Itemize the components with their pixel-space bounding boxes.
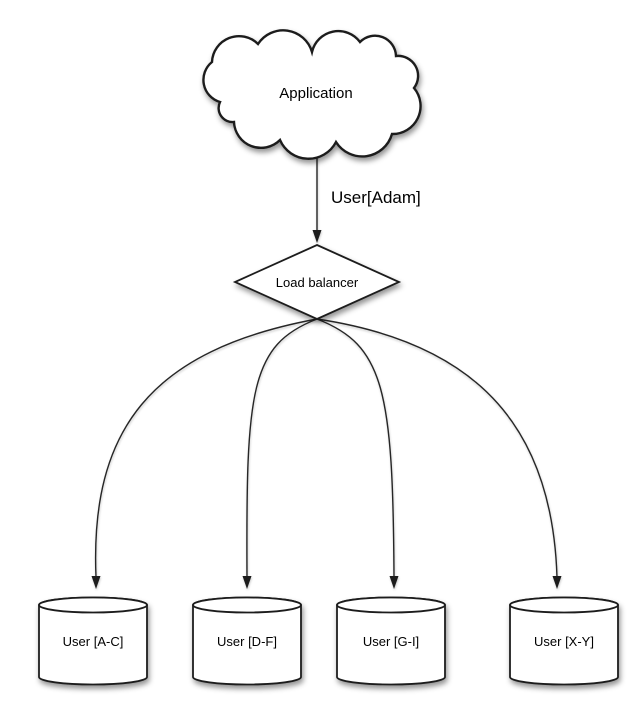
- arrowhead-down-icon: [91, 576, 101, 589]
- edge-group: [91, 150, 562, 589]
- load-balancer-label: Load balancer: [276, 275, 359, 290]
- application-node: Application: [202, 29, 422, 160]
- lb-to-shard-3-arrow: [316, 318, 399, 589]
- arrowhead-down-icon: [312, 230, 322, 243]
- shard-4-cylinder-top: [509, 596, 619, 614]
- arrowhead-down-icon: [552, 576, 562, 589]
- shard-3-cylinder-top: [336, 596, 446, 614]
- lb-to-shard-4-arrow: [316, 318, 562, 589]
- shard-3-node: User [G-I]: [336, 596, 446, 686]
- lb-to-shard-2-arrow: [242, 318, 318, 589]
- application-cloud-shape: [202, 29, 422, 160]
- application-label: Application: [279, 85, 352, 102]
- shard-2-node: User [D-F]: [192, 596, 302, 686]
- arrowhead-down-icon: [389, 576, 399, 589]
- lb-to-shard-1-arrow: [91, 318, 318, 589]
- app-to-lb-arrow: [312, 150, 322, 243]
- load-balancer-diamond-shape: [232, 244, 402, 320]
- shard-2-cylinder-top: [192, 596, 302, 614]
- shard-3-label: User [G-I]: [363, 634, 419, 649]
- arrowhead-down-icon: [242, 576, 252, 589]
- shard-4-label: User [X-Y]: [534, 634, 594, 649]
- shard-1-cylinder-top: [38, 596, 148, 614]
- load-balancer-node: Load balancer: [232, 244, 402, 320]
- shard-2-label: User [D-F]: [217, 634, 277, 649]
- shard-1-label: User [A-C]: [63, 634, 124, 649]
- edge-label-user-adam: User[Adam]: [331, 188, 421, 207]
- shard-4-node: User [X-Y]: [509, 596, 619, 686]
- shard-1-node: User [A-C]: [38, 596, 148, 686]
